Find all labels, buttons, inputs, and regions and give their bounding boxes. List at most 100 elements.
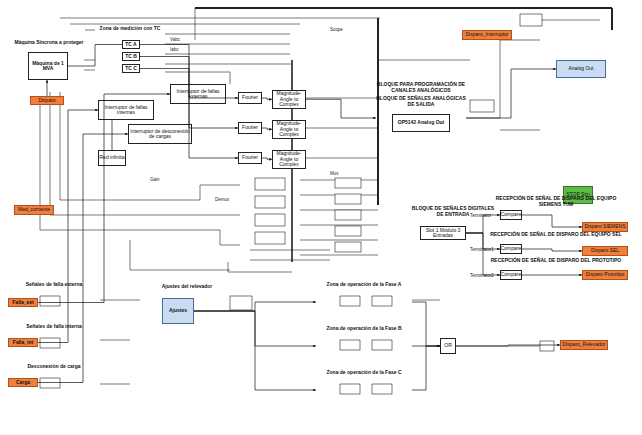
block: Fourier <box>238 152 262 164</box>
block: Compare <box>500 210 522 220</box>
block-text: Disparo <box>38 98 55 104</box>
block-text: OR <box>444 343 452 349</box>
block-text: Máquina Síncrona a proteger <box>15 40 84 46</box>
block-text: Magnitude-Angle to Complex <box>273 151 305 168</box>
block: Fourier <box>238 92 262 104</box>
block-text: RECEPCIÓN DE SEÑAL DE DISPARO DEL EQUIPO… <box>486 196 626 207</box>
signal-name: Gain <box>150 178 160 183</box>
group-heading: Señales de falla internaFalla_int <box>6 324 102 360</box>
block-text: Falla_ext <box>12 300 33 306</box>
block-text: Compare <box>501 212 522 218</box>
block: TC C <box>122 64 140 73</box>
signal-name: Mux <box>330 172 339 177</box>
block: OR <box>440 338 456 354</box>
signal-tag: Disparo_Relevador <box>560 340 608 350</box>
signal-line <box>194 311 316 390</box>
signal-line <box>466 215 500 233</box>
signal-tag: Med_corriente <box>14 205 54 215</box>
signal-tag: Carga <box>8 378 38 387</box>
block-text: Fourier <box>242 95 258 101</box>
block-text: Magnitude-Angle to Complex <box>273 121 305 138</box>
signal-line <box>140 57 238 129</box>
block: Fourier <box>238 122 262 134</box>
block-text: Magnitude-Angle to Complex <box>273 91 305 108</box>
signal-tag: Disparo Prototipo <box>582 270 628 280</box>
group-heading: Señales de falla externaFalla_ext <box>6 282 102 320</box>
block-text: Máquina de 1 MVA <box>29 61 67 72</box>
signal-tag: Falla_ext <box>8 298 38 307</box>
signal-line <box>140 45 238 99</box>
block-text: Zona de operación de la Fase C <box>326 370 401 376</box>
block-text: Analog Out <box>568 66 593 72</box>
block-text: Compare <box>501 272 522 278</box>
signal-line <box>306 99 376 118</box>
block-text: Fourier <box>242 125 258 131</box>
signal-tag: Disparo SEL <box>582 246 628 256</box>
signal-tag: Falla_int <box>8 338 38 347</box>
signal-line <box>262 158 272 159</box>
block-text: Señales de falla externa <box>26 282 83 288</box>
block-text: TC B <box>125 54 137 60</box>
group-heading: RECEPCIÓN DE SEÑAL DE DISPARO DEL PROTOT… <box>486 258 626 266</box>
group-heading: Zona de operación de la Fase C <box>316 370 412 410</box>
group-heading: RECEPCIÓN DE SEÑAL DE DISPARO DEL EQUIPO… <box>486 196 626 207</box>
signal-line <box>522 215 582 227</box>
block-text: Carga <box>16 380 30 386</box>
signal-line <box>522 275 582 276</box>
block-text: Ajustes del relevador <box>162 284 213 290</box>
block: Interruptor de fallas externas <box>170 84 226 104</box>
group-heading: Máquina Síncrona a protegerMáquina de 1 … <box>14 40 84 92</box>
block: Compare <box>500 270 522 280</box>
signal-line <box>38 134 128 383</box>
block-text: Falla_int <box>13 340 33 346</box>
signal-name: Vabc <box>170 38 180 43</box>
group-heading: Zona de operación de la Fase A <box>316 282 412 322</box>
subsystem-block: Ajustes <box>162 298 194 324</box>
signal-line <box>140 69 238 159</box>
subsystem-block: Analog Out <box>556 60 606 78</box>
block-text: Med_corriente <box>18 207 50 213</box>
block: TC A <box>122 40 140 49</box>
block: Interruptor de fallas internas <box>98 100 154 120</box>
block: Magnitude-Angle to Complex <box>272 150 306 169</box>
signal-name: Iabc <box>170 48 179 53</box>
signal-name: Demux <box>215 198 229 203</box>
block: Máquina de 1 MVA <box>28 52 68 80</box>
group-heading: RECEPCIÓN DE SEÑAL DE DISPARO DEL EQUIPO… <box>486 232 626 240</box>
signal-name: Scope <box>330 28 343 33</box>
group-heading: BLOQUE DE SEÑALES ANALÓGICAS DE SALIDAOP… <box>376 96 466 140</box>
block-text: Fourier <box>242 155 258 161</box>
block: Compare <box>500 244 522 254</box>
block-text: RECEPCIÓN DE SEÑAL DE DISPARO DEL EQUIPO… <box>490 232 622 238</box>
signal-name: Terminator <box>470 214 491 219</box>
signal-line <box>68 45 122 67</box>
group-heading: Zona de operación de la Fase B <box>316 326 412 366</box>
group-heading: Zona de medición con TC TC A TC B TC C <box>95 26 165 78</box>
block-text: Interruptor de desconexión de cargas <box>129 129 191 140</box>
signal-tag: Disparo SIEMENS <box>582 222 628 232</box>
signal-line <box>466 233 500 275</box>
block: Interruptor de desconexión de cargas <box>128 124 192 144</box>
block-text: Disparo Prototipo <box>586 272 625 278</box>
signal-line <box>194 311 316 346</box>
signal-line <box>466 233 500 249</box>
signal-tag: Disparo <box>30 96 64 105</box>
block-text: Zona de operación de la Fase B <box>326 326 401 332</box>
block-text: Zona de medición con TC <box>100 26 161 32</box>
block-text: BLOQUE PARA PROGRAMACIÓN DE CANALES ANAL… <box>376 82 466 93</box>
block-text: RECEPCIÓN DE SEÑAL DE DISPARO DEL PROTOT… <box>491 258 621 264</box>
signal-line <box>466 69 556 118</box>
signal-line <box>112 120 113 150</box>
signal-line <box>194 302 316 311</box>
block-text: Disparo SEL <box>591 248 619 254</box>
block-text: Desconexión de carga <box>27 364 80 370</box>
signal-line <box>412 346 440 347</box>
group-heading: Desconexión de cargaCarga <box>6 364 102 402</box>
group-heading: Ajustes del relevadorAjustes <box>150 284 224 330</box>
block-text: Disparo_Relevador <box>563 342 606 348</box>
signal-name: Terminator1 <box>470 248 494 253</box>
signal-line <box>47 80 48 96</box>
block-text: Interruptor de fallas internas <box>99 105 153 116</box>
signal-line <box>412 346 440 390</box>
